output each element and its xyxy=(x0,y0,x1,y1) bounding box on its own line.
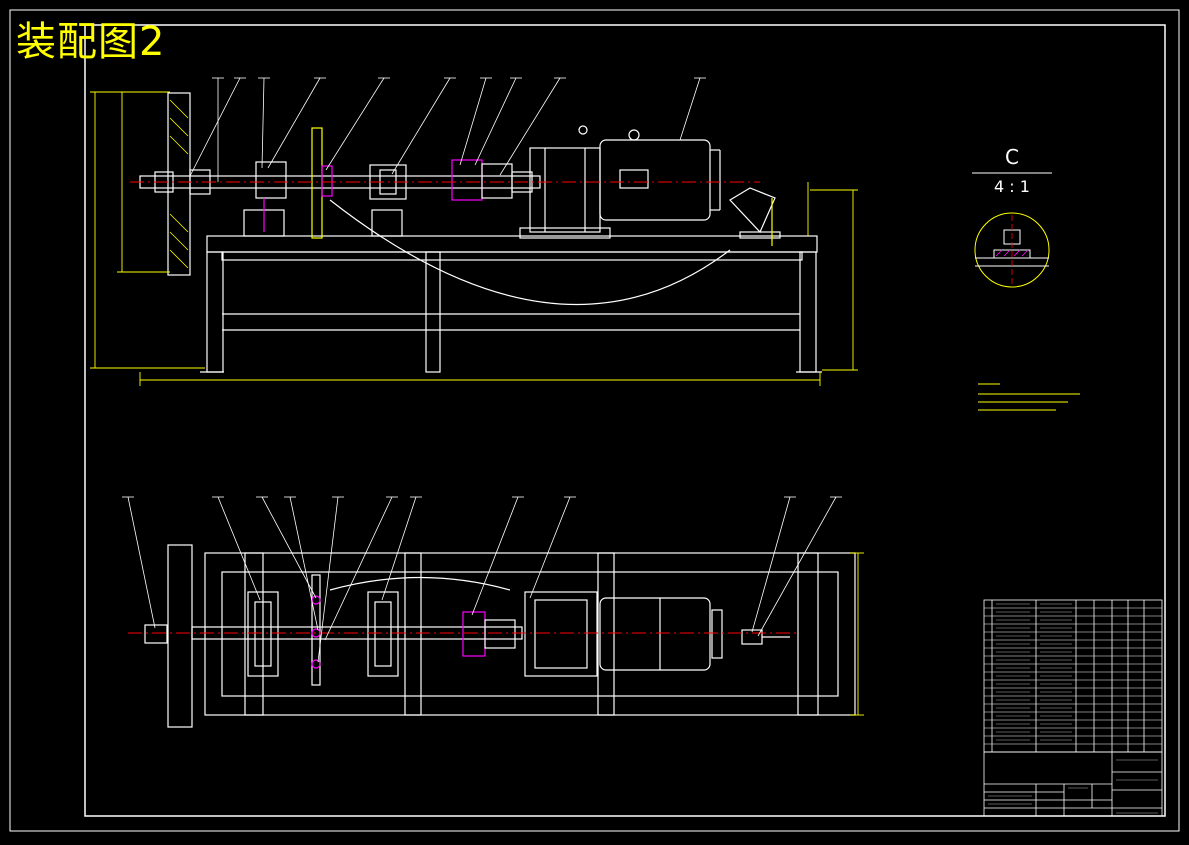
outer-frame xyxy=(9,9,1180,832)
parts-list-cell-text xyxy=(996,603,1072,741)
title-block xyxy=(983,751,1163,817)
front-view xyxy=(139,92,822,373)
top-dimensions xyxy=(850,552,864,716)
cutter-disc xyxy=(311,127,323,239)
front-leaders xyxy=(189,77,701,182)
reducer xyxy=(529,147,601,233)
inner-frame xyxy=(84,24,1166,817)
parts-list-rows xyxy=(984,607,1162,745)
title-block-text xyxy=(988,759,1158,814)
flywheel-top xyxy=(167,544,193,728)
table-top xyxy=(206,235,818,253)
table-leg-right xyxy=(799,251,817,373)
top-view xyxy=(144,544,856,728)
flywheel xyxy=(167,92,191,276)
top-view-base xyxy=(204,552,856,716)
technical-notes xyxy=(978,383,1080,411)
top-leaders xyxy=(127,496,837,663)
table-leg-left xyxy=(206,251,224,373)
front-dimensions xyxy=(90,91,858,386)
drawing-title: 装配图2 xyxy=(16,19,166,65)
detail-view-scale: 4 : 1 xyxy=(994,177,1030,196)
detail-view-c xyxy=(972,172,1052,288)
detail-view-label: C xyxy=(1005,145,1019,169)
motor xyxy=(599,139,711,221)
table-leg-middle xyxy=(425,251,441,373)
